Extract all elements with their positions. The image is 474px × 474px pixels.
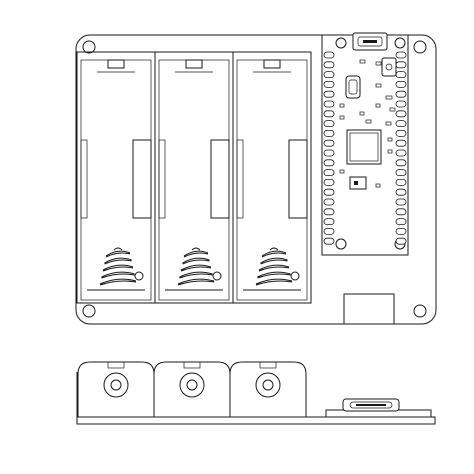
pin-pad-left [323,227,335,235]
mounting-hole-bottom-left [82,304,96,318]
pin-pad-right [395,129,407,137]
side-usb-connector [342,398,400,412]
pin-pad-left [323,71,335,78]
pin-pad-left [323,110,335,118]
pin-pad-left [323,120,335,127]
pin-pad-right [395,169,407,177]
side-view [76,361,436,425]
spring-contact [255,247,293,286]
board-hole-top-left [335,37,347,49]
crystal-component [345,75,361,99]
regulator-chip [349,176,367,190]
pin-pad-left [323,208,335,216]
battery-holder-2 [154,51,234,304]
side-base-plate [76,372,436,425]
positive-terminal [263,59,281,69]
carrier-plate-outline [75,34,437,325]
pin-pad-left [323,51,335,59]
pin-pad-left [323,129,335,137]
pin-pad-right [395,71,407,78]
pin-pad-right [395,100,407,108]
pin-pad-right [395,208,407,216]
usb-connector-top [352,32,388,51]
pin-pad-right [395,178,407,186]
pin-pad-right [395,159,407,167]
spring-contact [177,247,215,286]
side-window [288,139,308,219]
pin-pad-right [395,51,407,59]
spring-contact [99,247,137,286]
pin-pad-right [395,237,407,245]
pin-pad-right [395,188,407,196]
pin-pad-left [323,81,335,88]
battery-holder-1 [76,51,156,304]
pin-pad-left [323,100,335,108]
pin-pad-left [323,159,335,167]
side-battery-caps [77,361,307,417]
pin-pad-left [323,61,335,69]
pin-pad-right [395,90,407,98]
positive-terminal [107,59,125,69]
pin-pad-right [395,81,407,88]
pin-pad-left [323,149,335,157]
side-window [210,139,230,219]
board-hole-bottom-left [335,238,347,250]
side-battery-cap-1 [77,361,155,417]
pin-pad-left [323,237,335,245]
rp-chip [346,129,382,165]
mounting-hole-top-right [413,40,427,54]
holder-hole [290,271,300,281]
holder-hole [212,271,222,281]
top-view [75,32,437,325]
pin-pad-right [395,149,407,157]
holder-hole [134,271,144,281]
pin-pad-right [395,61,407,69]
mounting-hole-bottom-right [413,304,427,318]
pin-pad-right [395,120,407,127]
positive-terminal [185,59,203,69]
pin-pad-right [395,139,407,147]
pin-pad-left [323,178,335,186]
pin-pad-left [323,139,335,147]
pin-pad-left [323,198,335,206]
smd-components [339,59,396,188]
battery-holders [76,51,312,304]
side-battery-cap-3 [229,361,307,417]
battery-holder-3 [232,51,312,304]
mounting-hole-top-left [82,40,96,54]
boot-button [381,57,397,77]
pin-pad-left [323,90,335,98]
usb-port-cutout [343,293,395,325]
pin-pad-right [395,198,407,206]
board-outline [321,34,409,256]
pin-pad-left [323,169,335,177]
microcontroller-board [321,32,409,256]
pin-pad-right [395,110,407,118]
side-window [132,139,152,219]
pin-pads [323,51,407,245]
pin-pad-left [323,188,335,196]
pin-pad-right [395,218,407,226]
pin-pad-right [395,227,407,235]
pin-pad-left [323,218,335,226]
board-hole-top-right [394,37,406,49]
side-battery-cap-2 [153,361,231,417]
